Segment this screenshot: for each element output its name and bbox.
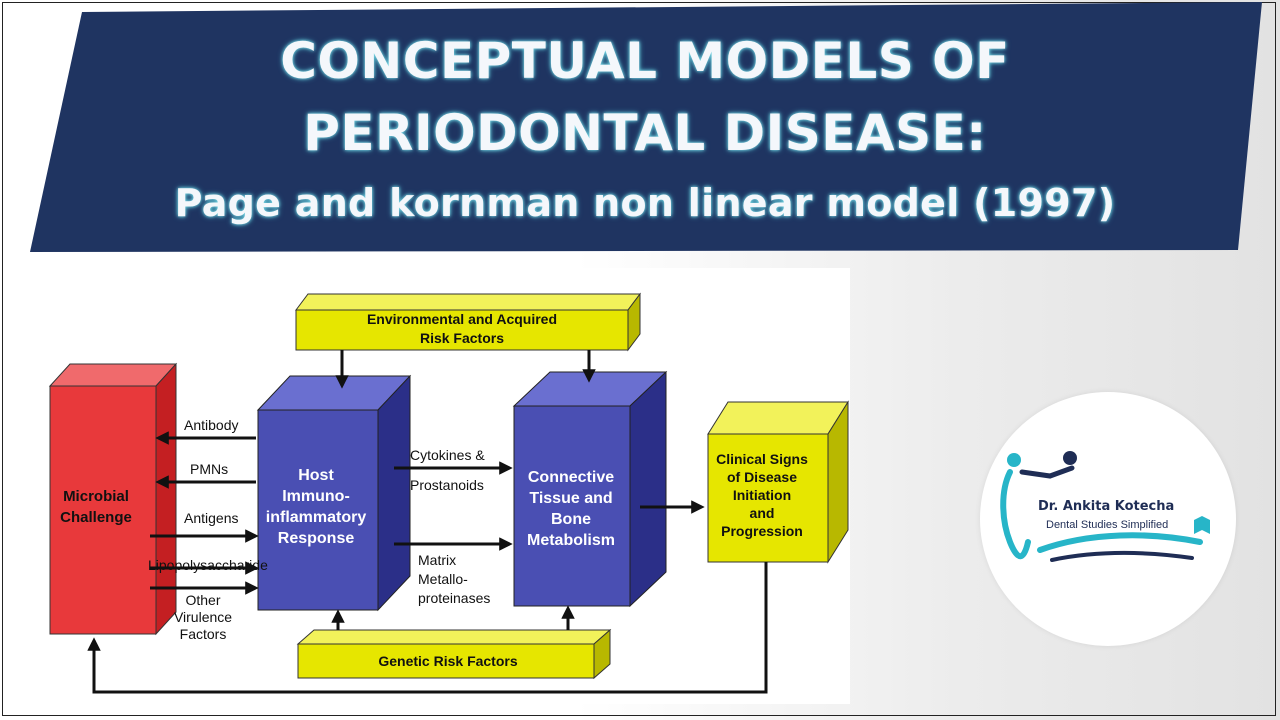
other-label-1: Other [185,592,220,608]
other-label-3: Factors [180,626,227,642]
clinical-signs-box: Clinical Signs of Disease Initiation and… [707,400,849,564]
clinical-label-4: and [750,505,775,521]
pmns-label: PMNs [190,461,228,477]
logo-swoosh-navy [1050,551,1194,562]
logo-figure-head-teal [1007,453,1021,467]
logo-mark [1000,451,1210,562]
clinical-label-1: Clinical Signs [716,451,808,467]
host-response-box: Host Immuno- inflammatory Response [256,374,412,612]
other-label-2: Virulence [174,609,232,625]
logo-swoosh-teal [1037,532,1203,553]
logo-circle [980,392,1236,646]
genetic-label: Genetic Risk Factors [378,653,517,669]
connective-label-3: Bone [551,511,591,528]
antigens-label: Antigens [184,510,238,526]
logo-tagline: Dental Studies Simplified [1046,519,1169,531]
environmental-risk-box: Environmental and Acquired Risk Factors [295,292,641,352]
periodontal-model-diagram: Environmental and Acquired Risk Factors … [48,292,849,694]
antibody-label: Antibody [184,417,238,433]
environmental-label-2: Risk Factors [420,330,504,346]
logo-figure-head-navy [1063,451,1077,465]
genetic-risk-box: Genetic Risk Factors [296,628,612,680]
logo-figure-arm [1019,465,1075,479]
connective-label-4: Metabolism [527,532,615,549]
matrix-label-3: proteinases [418,590,490,606]
subtitle: Page and kornman non linear model (1997) [174,181,1116,225]
host-label-2: Immuno- [282,488,350,505]
cytokines-label-1: Cytokines & [410,447,485,463]
logo-name: Dr. Ankita Kotecha [1038,499,1175,514]
clinical-label-5: Progression [721,523,803,539]
logo-tooth-left [1000,469,1031,560]
banner-shape [30,2,1262,252]
host-label-3: inflammatory [266,509,367,526]
matrix-label-1: Matrix [418,552,456,568]
microbial-challenge-box: Microbial Challenge [48,362,178,636]
connective-label-1: Connective [528,469,614,486]
microbial-label-1: Microbial [63,488,129,505]
title-line-2: PERIODONTAL DISEASE: [303,104,987,162]
diagram-panel: Environmental and Acquired Risk Factors … [38,268,850,704]
clinical-label-3: Initiation [733,487,791,503]
host-label-1: Host [298,467,334,484]
connective-label-2: Tissue and [529,490,612,507]
microbial-label-2: Challenge [60,509,132,526]
host-label-4: Response [278,530,355,547]
environmental-label-1: Environmental and Acquired [367,311,557,327]
title-line-1: CONCEPTUAL MODELS OF [280,32,1010,90]
cytokines-label-2: Prostanoids [410,477,484,493]
title-banner [30,2,1262,252]
arrow-feedback-loop [87,562,768,694]
book-icon [1194,516,1210,534]
connective-tissue-box: Connective Tissue and Bone Metabolism [512,370,668,608]
matrix-label-2: Metallo- [418,571,468,587]
clinical-label-2: of Disease [727,469,797,485]
lipopolysaccharide-label: Lipopolysaccharide [148,557,268,573]
